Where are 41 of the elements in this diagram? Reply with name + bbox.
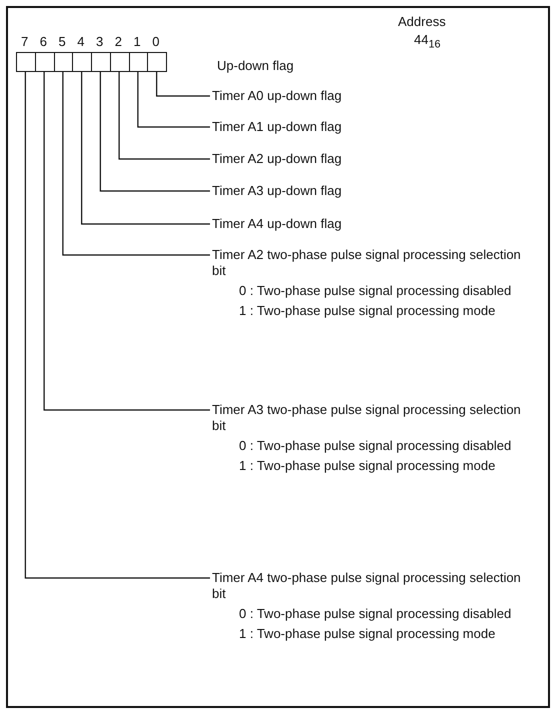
- bit-number: 1: [134, 34, 141, 49]
- leader-line: [156, 72, 210, 97]
- register-bit-cell: [91, 52, 111, 72]
- field-description: Timer A3 two-phase pulse signal processing selection bit: [212, 402, 522, 434]
- register-bit-cell: [16, 52, 36, 72]
- value-description: 1 : Two-phase pulse signal processing mode: [238, 626, 496, 642]
- field-description: Timer A4 two-phase pulse signal processing selection bit: [212, 570, 522, 602]
- field-description: Timer A2 up-down flag: [212, 151, 343, 167]
- bit-number: 2: [114, 34, 122, 49]
- leader-line: [137, 72, 210, 128]
- field-description: Timer A1 up-down flag: [212, 119, 343, 135]
- bit-number: 0: [152, 34, 160, 49]
- register-bit-cell: [128, 52, 148, 72]
- register-bit-cell: [54, 52, 74, 72]
- address-value: 44$_{16}$: [414, 32, 441, 51]
- address-label: Address: [398, 14, 446, 29]
- leader-line: [81, 72, 210, 225]
- value-description: 0 : Two-phase pulse signal processing disabled: [238, 606, 512, 622]
- bit-number: 6: [40, 34, 47, 49]
- field-description: Timer A2 two-phase pulse signal processing selection bit: [212, 247, 522, 279]
- field-description: Timer A0 up-down flag: [212, 88, 343, 104]
- field-description: Timer A3 up-down flag: [212, 183, 343, 199]
- bit-number: 3: [96, 34, 104, 49]
- bit-number: 5: [58, 34, 66, 49]
- value-description: 0 : Two-phase pulse signal processing disabled: [238, 438, 512, 454]
- bit-number: 7: [21, 34, 28, 49]
- register-bit-cell: [147, 52, 167, 72]
- value-description: 1 : Two-phase pulse signal processing mode: [238, 458, 496, 474]
- leader-line: [118, 72, 210, 160]
- register-bit-cell: [34, 52, 54, 72]
- leader-line: [62, 72, 210, 256]
- leader-line: [24, 72, 210, 579]
- leader-line: [44, 72, 210, 411]
- register-name: Up-down flag: [217, 58, 294, 73]
- value-description: 1 : Two-phase pulse signal processing mode: [238, 303, 496, 319]
- register-bit-cell: [72, 52, 92, 72]
- leader-line: [100, 72, 210, 192]
- field-description: Timer A4 up-down flag: [212, 216, 343, 232]
- value-description: 0 : Two-phase pulse signal processing disabled: [238, 283, 512, 299]
- register-bit-cell: [110, 52, 130, 72]
- bit-number: 4: [77, 34, 84, 49]
